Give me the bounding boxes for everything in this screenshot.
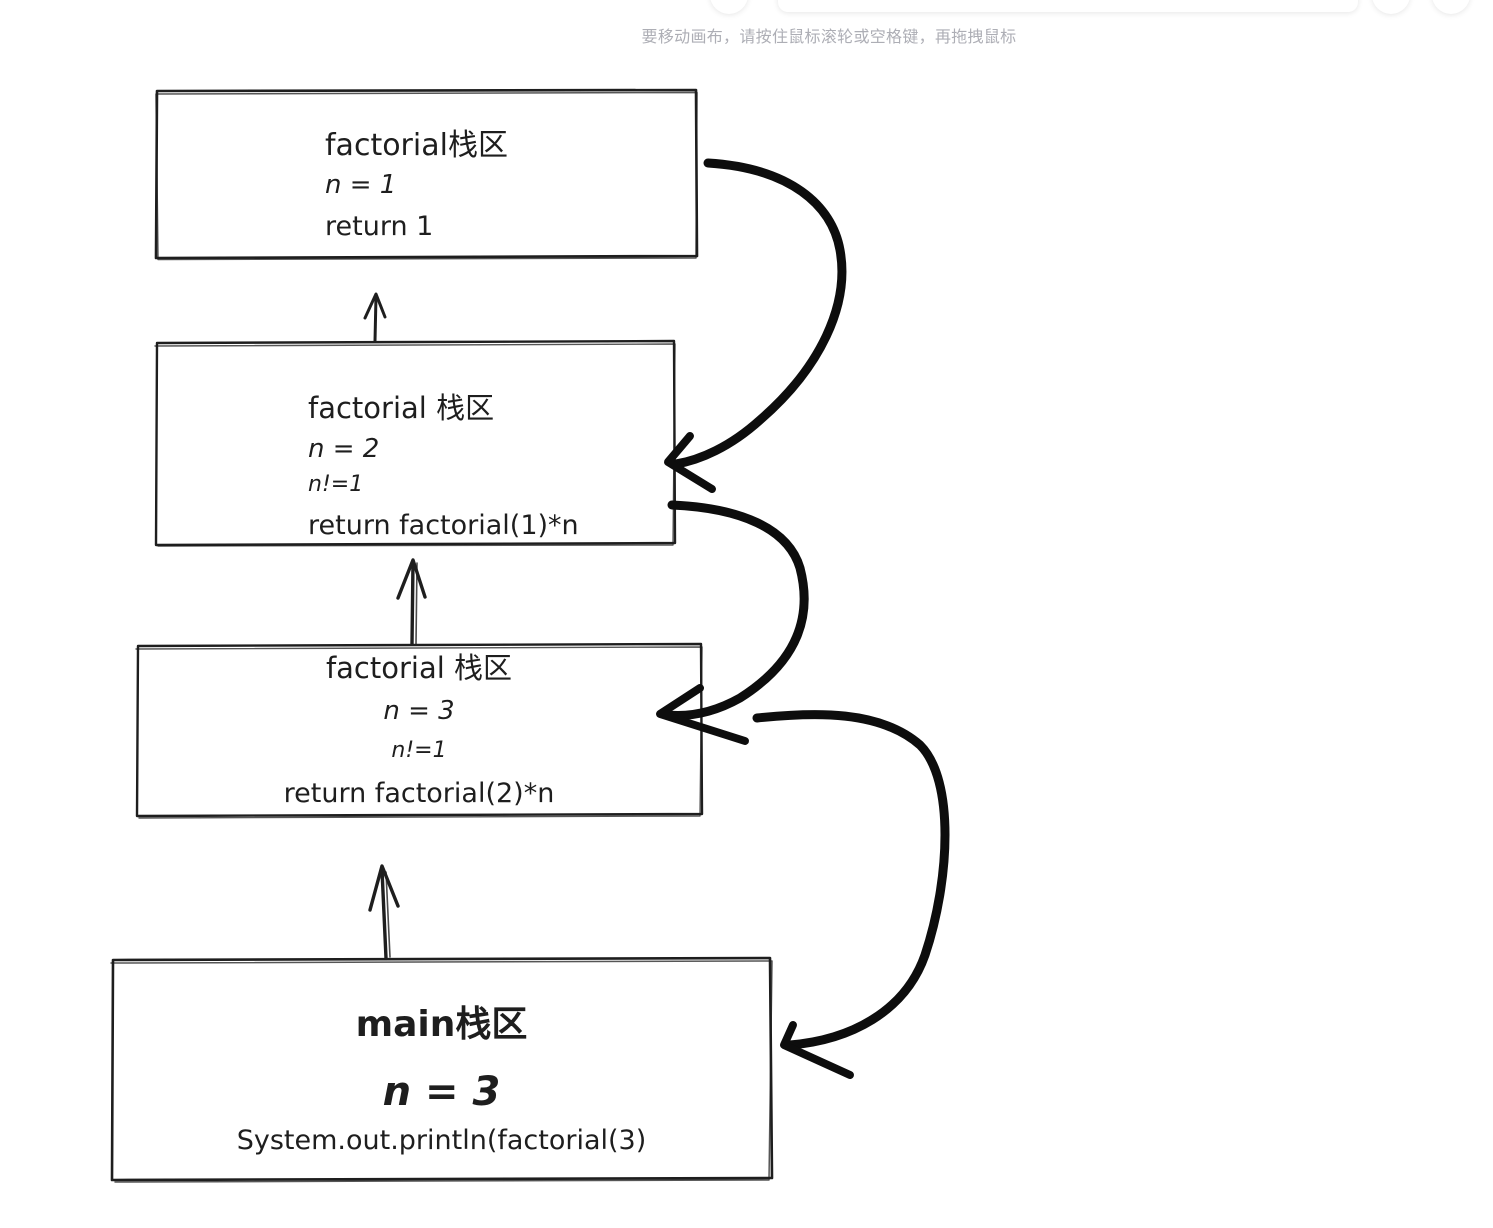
frame-text-factorial2-line2: n = 2 (308, 434, 380, 464)
frame-text-factorial2-line3: n!=1 (308, 472, 364, 497)
frame-text-factorial2-line4: return factorial(1)*n (308, 510, 579, 541)
frame-text-main-line1: main栈区 (355, 1004, 528, 1045)
return-curve-factorial2-to-factorial3[interactable] (656, 500, 809, 745)
frame-rect-factorial-3[interactable] (135, 642, 704, 819)
call-arrow-main-to-factorial3[interactable] (368, 864, 400, 960)
canvas-pan-hint: 要移动画布，请按住鼠标滚轮或空格键，再拖拽鼠标 (641, 27, 1017, 46)
frame-text-factorial3-line4: return factorial(2)*n (283, 778, 555, 809)
frame-rect-factorial-1[interactable] (154, 88, 699, 261)
return-curve-factorial1-to-factorial2[interactable] (664, 158, 847, 493)
frame-text-factorial2-line1: factorial 栈区 (308, 391, 495, 425)
call-arrow-factorial2-to-factorial1[interactable] (363, 292, 387, 343)
frame-rect-factorial-2[interactable] (154, 339, 677, 547)
frame-text-main-line3: System.out.println(factorial(3) (236, 1125, 647, 1156)
frame-text-factorial3-line3: n!=1 (391, 738, 447, 763)
frame-rect-main[interactable] (110, 956, 774, 1183)
frame-text-factorial1-line1: factorial栈区 (325, 128, 508, 163)
return-curve-factorial3-to-main[interactable] (752, 710, 950, 1079)
call-arrow-factorial3-to-factorial2[interactable] (396, 558, 427, 646)
frame-text-factorial3-line1: factorial 栈区 (325, 651, 513, 685)
frame-text-factorial3-line2: n = 3 (383, 696, 455, 726)
frame-text-factorial1-line2: n = 1 (325, 170, 397, 200)
frame-text-main-line2: n = 3 (382, 1069, 501, 1115)
frame-text-factorial1-line3: return 1 (325, 211, 434, 242)
